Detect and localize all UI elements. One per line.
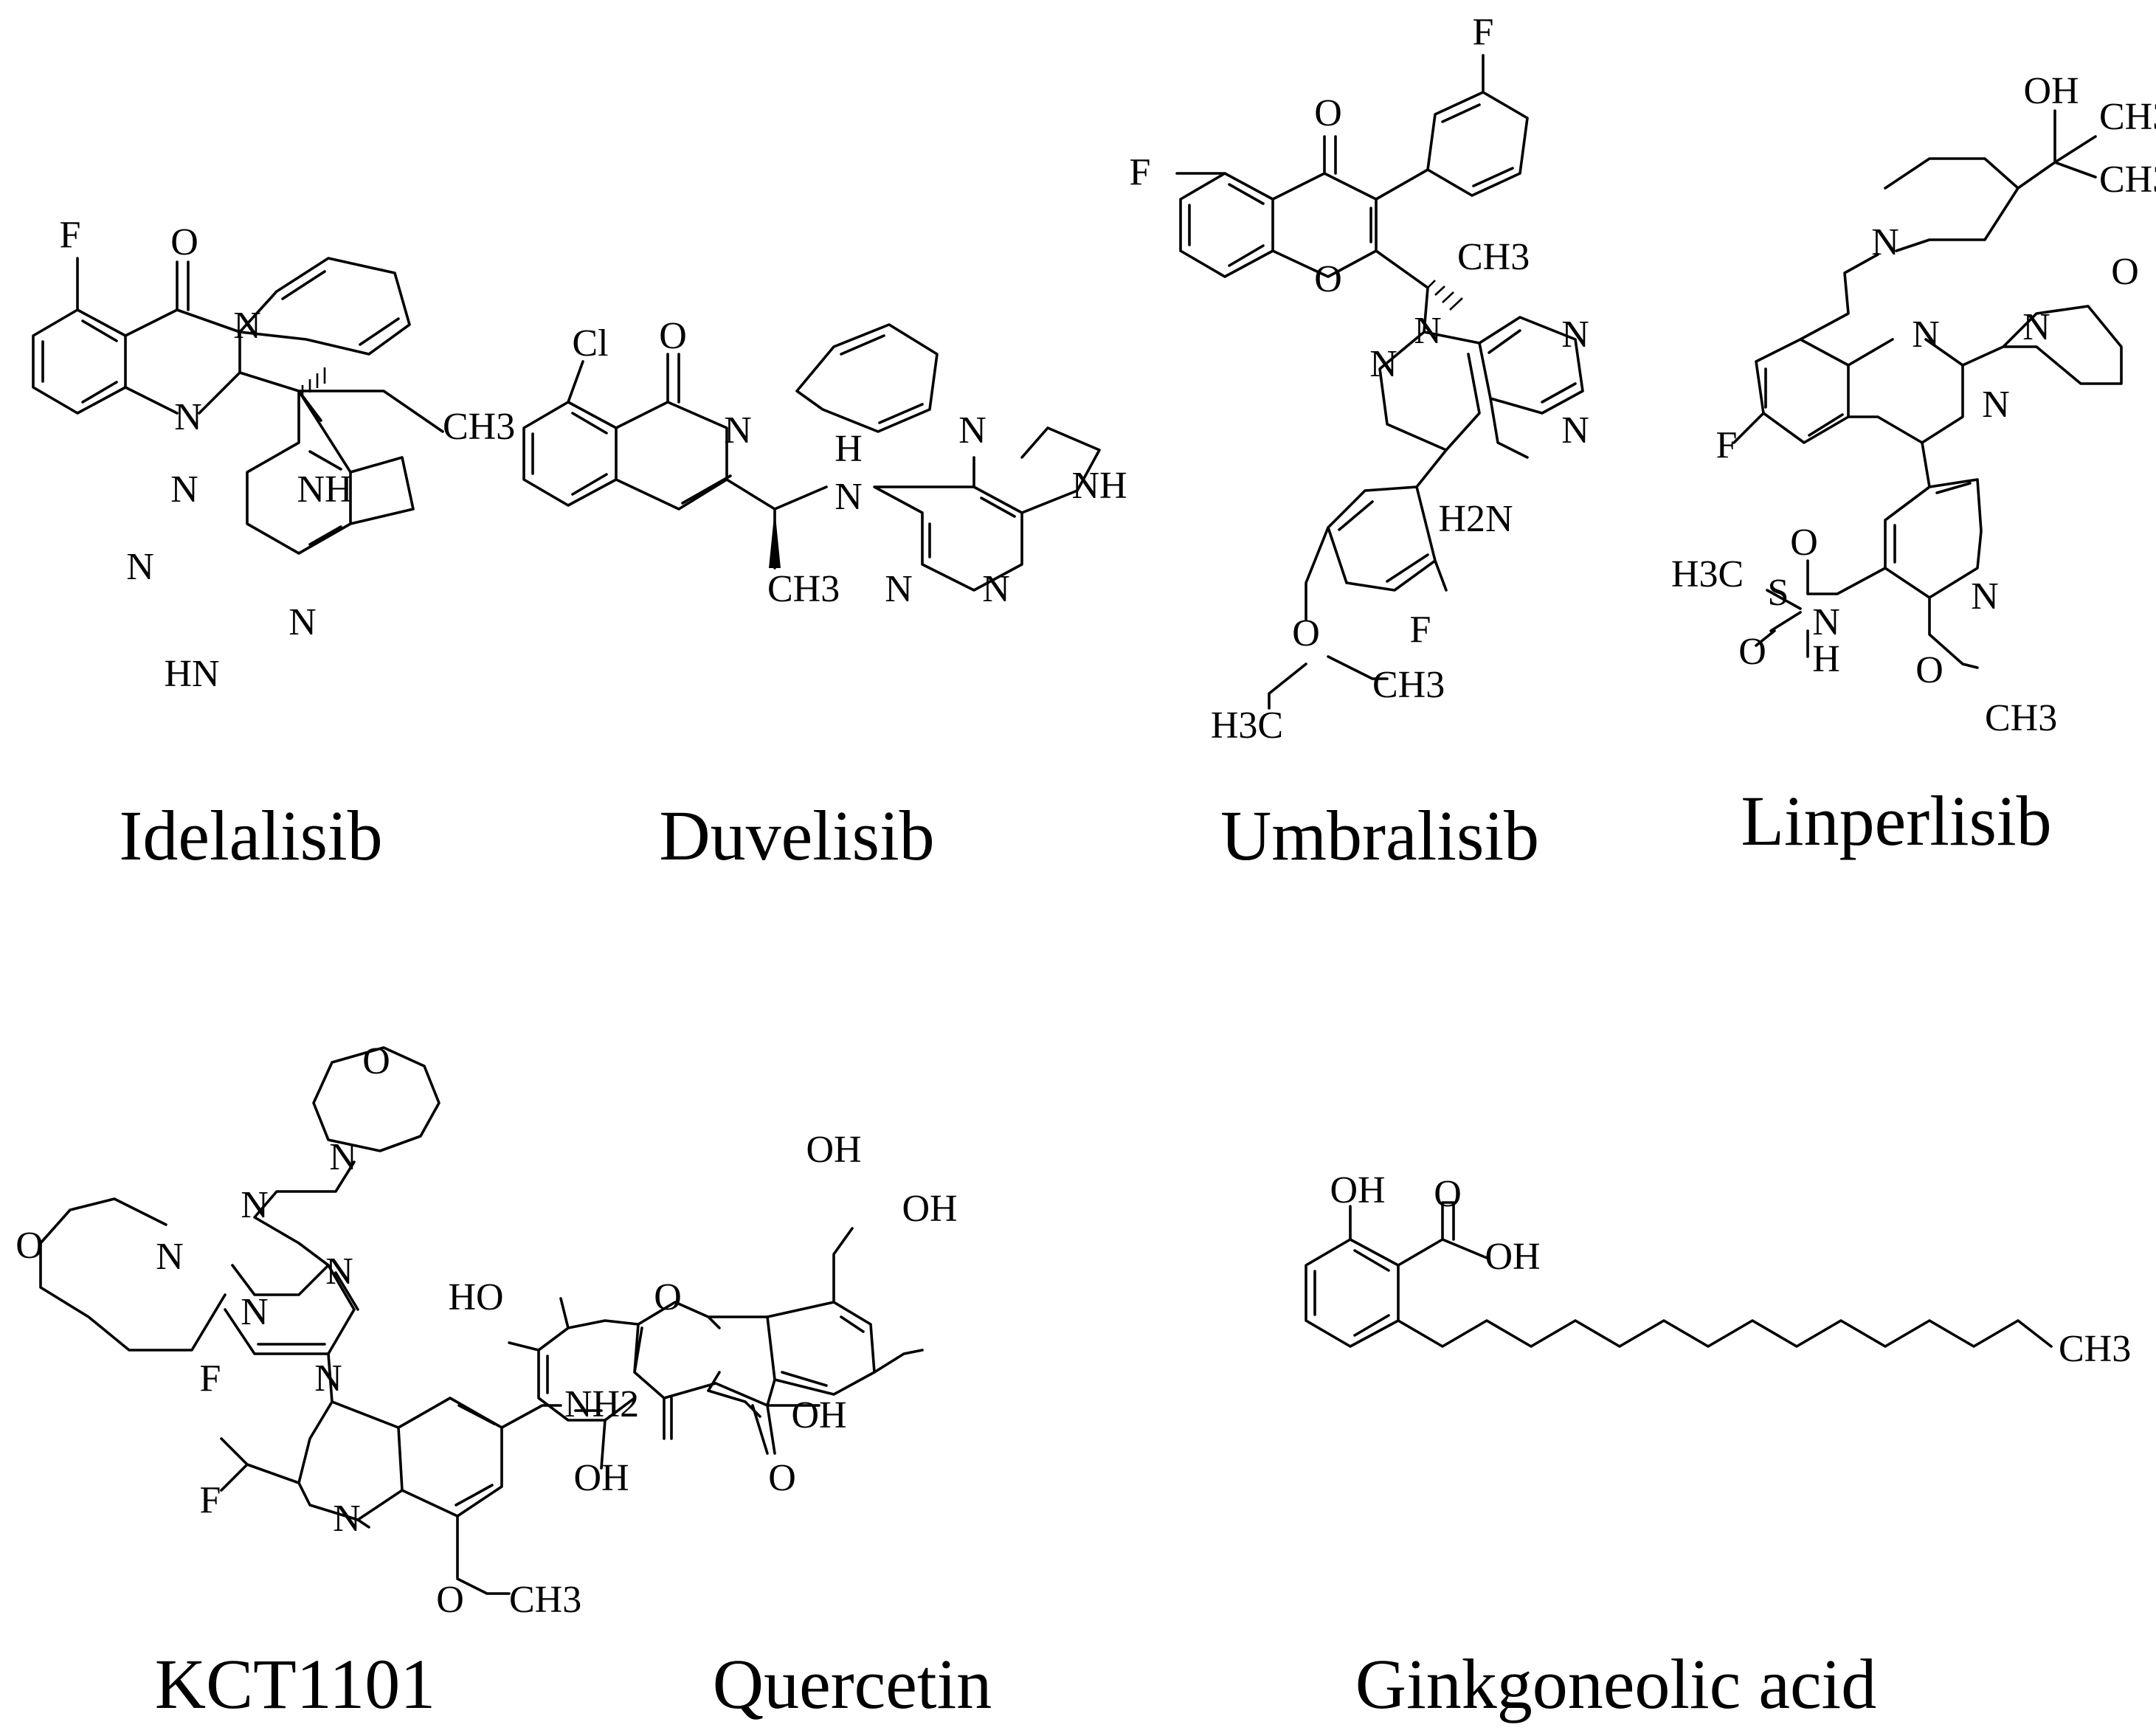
- atom-label: CH3: [1457, 236, 1530, 278]
- atom-label: CH3: [767, 568, 840, 610]
- atom-label: N: [314, 1357, 342, 1400]
- compound-name: Umbralisib: [1220, 796, 1539, 875]
- atom-label: O: [1915, 649, 1943, 691]
- compound-name: KCT1101: [155, 1644, 435, 1723]
- atom-label: O: [1434, 1173, 1462, 1215]
- atom-label: O: [170, 221, 198, 263]
- atom-label: CH3: [2099, 96, 2156, 138]
- atom-label: O: [654, 1276, 682, 1318]
- atom-label: N: [329, 1136, 357, 1178]
- atom-label: CH3: [2099, 159, 2156, 201]
- atom-label: O: [2111, 251, 2139, 293]
- atom-label: N: [1561, 409, 1589, 452]
- atom-label: H2N: [1438, 498, 1513, 540]
- atom-label: N: [958, 409, 987, 452]
- compound-name: Idelalisib: [119, 796, 382, 875]
- atom-label: N: [1561, 314, 1589, 356]
- atom-label: OH: [791, 1394, 846, 1436]
- atom-label: OH: [1485, 1236, 1540, 1278]
- structure-duvelisib: Cl O N H N N NH N N CH3 Duvelisib: [522, 315, 1127, 875]
- atom-label: N: [241, 1184, 269, 1226]
- atom-label: CH3: [2059, 1328, 2131, 1370]
- atom-label: N: [724, 409, 752, 452]
- atom-label: OH: [573, 1457, 629, 1499]
- atom-label: CH3: [1985, 697, 2057, 739]
- atom-label: Cl: [572, 322, 608, 364]
- atom-label: N: [1369, 343, 1397, 385]
- atom-label: F: [200, 1357, 221, 1400]
- atom-label: N: [2022, 306, 2050, 348]
- structure-idelalisib: F O N N NH N N N HN CH3 Idelalisib: [32, 214, 515, 875]
- compound-name: Linperlisib: [1741, 781, 2051, 860]
- atom-label: H3C: [1671, 553, 1744, 595]
- atom-label: OH: [902, 1188, 957, 1230]
- compound-name: Quercetin: [713, 1644, 992, 1723]
- structure-umbralisib: F O F O CH3 N N N N H2N F O CH3 H3C Umbr…: [1130, 11, 1589, 875]
- atom-label: F: [200, 1479, 221, 1521]
- structure-kct1101: O N N N O N N N NH2 F F N O CH3 KCT1101: [15, 1040, 639, 1723]
- atom-label: N: [1414, 310, 1442, 352]
- compound-name: Duvelisib: [659, 796, 934, 875]
- atom-label: N: [233, 305, 261, 347]
- atom-label: CH3: [1372, 664, 1445, 706]
- atom-label: N: [333, 1498, 361, 1540]
- atom-label: F: [1716, 424, 1738, 466]
- atom-label: N: [174, 396, 202, 438]
- atom-label: O: [1790, 522, 1818, 564]
- structure-ginkgoneolic-acid: OH O OH CH3 Ginkgoneolic acid: [1305, 1169, 2131, 1723]
- atom-label: S: [1768, 572, 1789, 614]
- atom-label: F: [1410, 609, 1431, 651]
- atom-label: N: [241, 1291, 269, 1333]
- atom-label: O: [1292, 612, 1320, 654]
- atom-label: O: [659, 315, 687, 357]
- atom-label: N: [126, 546, 154, 588]
- atom-label: N: [1982, 384, 2010, 426]
- structure-quercetin: OH OH O HO OH OH O Quercetin: [448, 1129, 992, 1723]
- atom-label: N: [288, 601, 317, 643]
- atom-label: N: [835, 476, 863, 518]
- atom-label: NH: [1071, 465, 1127, 507]
- atom-label: F: [1130, 151, 1151, 193]
- atom-label: O: [436, 1579, 464, 1621]
- atom-label: N: [325, 1251, 353, 1293]
- atom-label: CH3: [443, 406, 515, 448]
- structure-linperlisib: OH CH3 CH3 N N N O N F O S O H3C N H N O…: [1671, 70, 2156, 860]
- atom-label: O: [1314, 258, 1342, 300]
- atom-label: OH: [806, 1129, 861, 1171]
- atom-label: N: [1971, 575, 1999, 618]
- compound-name: Ginkgoneolic acid: [1355, 1644, 1876, 1723]
- atom-label: N: [982, 568, 1010, 610]
- atom-label: N: [1812, 601, 1840, 643]
- atom-label: HN: [164, 653, 219, 695]
- atom-label: O: [1738, 631, 1766, 673]
- atom-label: O: [362, 1040, 390, 1082]
- atom-label: N: [170, 468, 198, 511]
- atom-label: N: [885, 568, 913, 610]
- atom-label: OH: [2023, 70, 2079, 112]
- atom-label: N: [1871, 221, 1899, 263]
- atom-label: NH: [297, 468, 352, 511]
- atom-label: O: [768, 1457, 796, 1499]
- atom-label: OH: [1330, 1169, 1385, 1211]
- atom-label: H: [1812, 638, 1840, 680]
- atom-label: HO: [448, 1276, 503, 1318]
- atom-label: CH3: [509, 1579, 581, 1621]
- atom-label: H3C: [1211, 705, 1283, 747]
- atom-label: H: [835, 428, 863, 470]
- atom-label: F: [1473, 11, 1494, 53]
- atom-label: F: [60, 214, 81, 256]
- atom-label: N: [1912, 314, 1940, 356]
- atom-label: O: [15, 1225, 44, 1267]
- atom-label: O: [1314, 92, 1342, 134]
- atom-label: N: [156, 1236, 184, 1278]
